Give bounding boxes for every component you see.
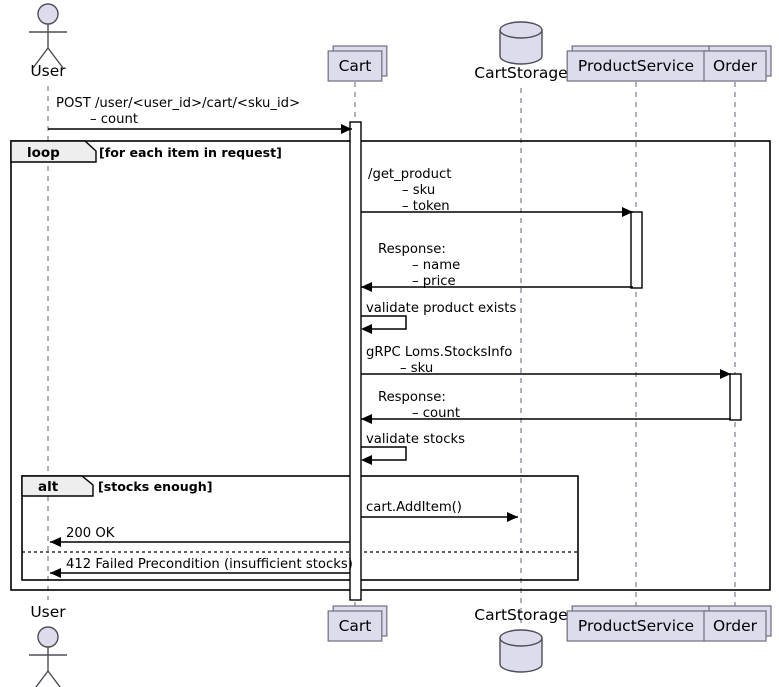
msg-get-product[interactable]: /get_product– sku– token [361,167,633,217]
message-label-line: validate product exists [366,301,516,316]
activations-group [349,121,742,601]
message-label-line: – name [412,258,460,273]
participant-label-order: Order [713,57,758,75]
message-label-line: gRPC Loms.StocksInfo [366,345,512,360]
participant-label-user: User [30,603,66,621]
participant-productservice[interactable]: ProductService [566,45,711,82]
msg-post-cart[interactable]: POST /user/<user_id>/cart/<sku_id>– coun… [48,96,352,134]
participant-productservice[interactable]: ProductService [566,605,711,642]
fragment-border [21,475,579,581]
participant-box [327,610,383,642]
msg-validate-product[interactable]: validate product exists [361,301,516,334]
participant-label-productservice: ProductService [578,57,694,75]
actor-leg-left [32,47,49,69]
message-label-line: – count [90,112,138,127]
actor-leg-left [35,670,49,687]
fragments-group: loop [for each item in request] alt [stocks… [10,140,771,591]
message-label-line: 412 Failed Precondition (insufficient st… [66,557,353,572]
message-arrowhead [720,369,731,379]
participant-cartstorage[interactable]: CartStorage [474,606,568,673]
message-line [361,315,407,330]
participant-user[interactable]: User [29,603,67,687]
participant-label-order: Order [713,617,758,635]
message-arrowhead [361,414,372,424]
fragment-operator-tab [10,140,97,163]
activation-order [729,373,742,421]
msg-200-ok[interactable]: 200 OK [50,526,350,547]
participant-label-cart: Cart [339,57,372,75]
message-label-line: – count [412,406,460,421]
participant-box [327,50,383,82]
msg-cart-additem[interactable]: cart.AddItem() [361,500,518,522]
database-cylinder-icon [499,29,543,65]
fragment-operator-label: loop [27,145,60,161]
message-label-line: POST /user/<user_id>/cart/<sku_id> [56,96,300,111]
actor-leg-right [47,670,61,687]
participant-box [566,610,706,642]
msg-product-response[interactable]: Response:– name– price [361,242,633,292]
message-label-line: validate stocks [366,432,465,447]
alt-fragment: alt [stocks enough] [21,475,579,581]
participant-order[interactable]: Order [703,45,772,82]
messages-group: POST /user/<user_id>/cart/<sku_id>– coun… [48,96,731,578]
participant-label-cartstorage: CartStorage [474,606,567,624]
message-arrowhead [361,282,372,292]
fragment-border [10,140,771,591]
msg-validate-stocks[interactable]: validate stocks [361,432,465,465]
participant-cart[interactable]: Cart [327,45,388,82]
participant-order[interactable]: Order [703,605,772,642]
database-top-ellipse [499,21,543,39]
message-arrowhead [361,455,372,465]
message-arrowhead [341,124,352,134]
database-top-ellipse [499,629,543,647]
message-label-line: cart.AddItem() [366,500,462,515]
fragment-guard-label: [stocks enough] [98,479,213,494]
message-label-line: – price [412,274,456,289]
fragment-guard-label: [for each item in request] [99,145,282,160]
participant-box [703,610,767,642]
message-label-line: – sku [400,361,433,376]
message-label-line: – token [402,199,450,214]
activation-cart [349,121,362,601]
message-arrowhead [50,537,61,547]
msg-grpc-stocksinfo[interactable]: gRPC Loms.StocksInfo– sku [361,345,731,379]
message-arrowhead [622,207,633,217]
participant-cart[interactable]: Cart [327,605,388,642]
actor-head-icon [37,3,59,25]
message-label-line: 200 OK [66,526,115,541]
message-line [361,446,407,461]
participant-label-productservice: ProductService [578,617,694,635]
msg-412-failed[interactable]: 412 Failed Precondition (insufficient st… [50,557,353,578]
participant-label-cart: Cart [339,617,372,635]
loop-fragment: loop [for each item in request] [10,140,771,591]
participant-label-cartstorage: CartStorage [474,64,567,82]
participant-box [703,50,767,82]
actor-leg-right [47,47,64,69]
message-arrowhead [361,324,372,334]
message-label-line: /get_product [368,167,451,182]
participant-box [566,50,706,82]
message-label-line: – sku [402,183,435,198]
participant-label-user: User [30,62,66,80]
message-arrowhead [50,568,61,578]
participant-cartstorage[interactable]: CartStorage [474,21,568,82]
fragment-operator-tab [21,475,94,497]
participants-top-group: User Cart CartStorage ProductService Order [29,3,772,82]
activation-productservice [630,211,643,289]
database-cylinder-icon [499,637,543,673]
participant-user[interactable]: User [29,3,67,80]
msg-stocks-response[interactable]: Response:– count [361,390,731,424]
message-label-line: Response: [378,390,446,405]
fragment-operator-label: alt [38,479,59,495]
message-label-line: Response: [378,242,446,257]
actor-head-icon [37,626,59,648]
message-arrowhead [507,512,518,522]
